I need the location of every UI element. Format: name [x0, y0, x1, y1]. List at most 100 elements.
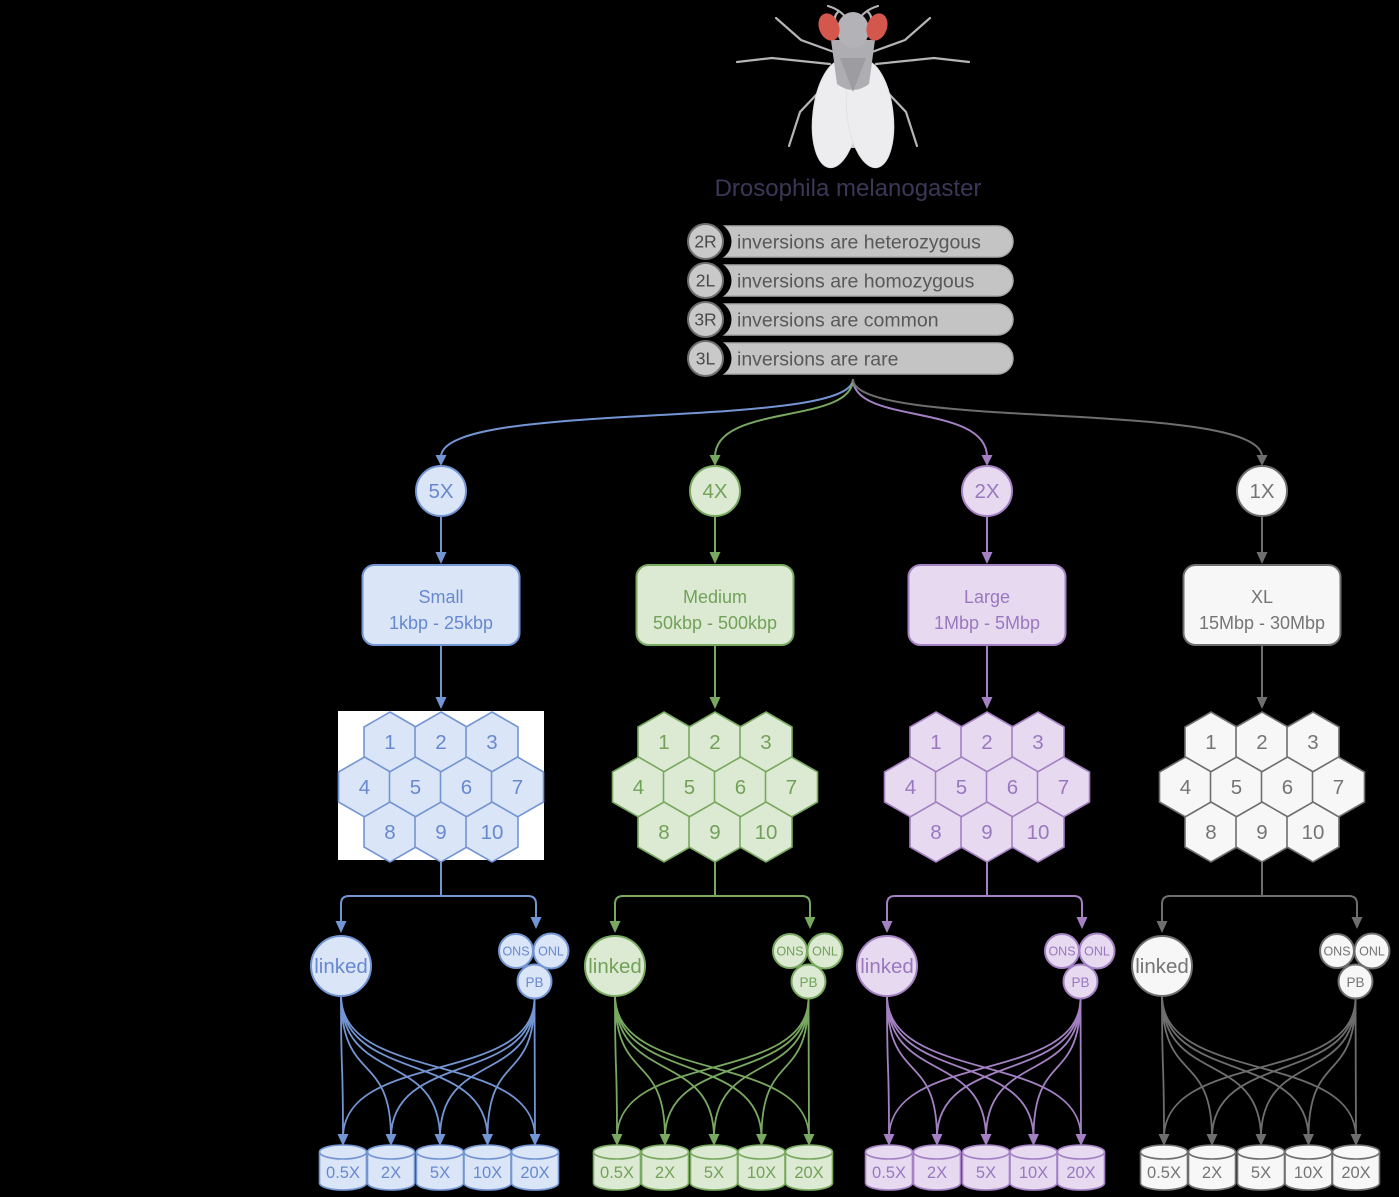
replicate-number: 10	[481, 821, 504, 844]
cylinder-top	[510, 1144, 560, 1160]
arrowhead	[529, 1134, 541, 1146]
arrowhead	[1256, 697, 1268, 709]
replicate-hexagon	[465, 801, 519, 863]
fan-curve	[340, 994, 392, 1139]
cylinder-top	[689, 1144, 739, 1160]
replicate-number: 8	[930, 821, 941, 844]
karyotype-arm-label: 3L	[696, 349, 716, 369]
fan-curve	[985, 997, 1082, 1139]
column-xl-1x: 1X XL 15Mbp - 30Mbp 1 2 3 4 5 6 7 8 9	[1131, 465, 1391, 1191]
arrowhead	[1255, 1134, 1267, 1146]
replicate-number: 3	[760, 731, 771, 754]
replicate-honeycomb: 1 2 3 4 5 6 7 8 9 10	[337, 711, 545, 863]
replicate-number: 8	[384, 821, 395, 844]
fan-curve	[886, 994, 1035, 1139]
cylinder	[510, 1152, 560, 1191]
cylinder	[784, 1152, 834, 1191]
arrowhead	[530, 917, 542, 929]
arrowhead	[482, 1134, 493, 1146]
fan-curve	[713, 997, 810, 1139]
fan-curve	[614, 994, 666, 1139]
fan-curve	[936, 997, 1082, 1139]
karyotype-arm-circle	[687, 223, 724, 260]
replicate-number: 1	[930, 731, 941, 754]
replicate-number: 10	[1027, 821, 1050, 844]
fan-curve	[1161, 994, 1213, 1139]
arrowhead	[803, 1134, 815, 1146]
arrowhead	[931, 1134, 943, 1146]
depth-label: 2X	[381, 1164, 401, 1182]
replicate-number: 9	[709, 821, 720, 844]
cylinder	[415, 1152, 465, 1191]
branch-curve-2x	[852, 378, 988, 458]
fan-curve	[1032, 997, 1082, 1139]
replicate-number: 1	[1205, 731, 1216, 754]
depth-label: 10X	[1294, 1164, 1323, 1182]
replicate-number: 9	[1256, 821, 1267, 844]
column-small-5x: 5X Small 1kbp - 25kbp 1 2 3 4 5 6 7 8	[310, 465, 570, 1191]
arrowhead	[709, 455, 721, 466]
depth-label: 0.5X	[326, 1164, 360, 1182]
fan-curve	[1211, 997, 1357, 1139]
pb-label: PB	[1071, 975, 1089, 990]
arrowhead	[708, 1134, 720, 1146]
arrowhead	[435, 697, 447, 709]
karyotype-panel: 2R inversions are heterozygous 2L invers…	[687, 222, 1014, 378]
replicate-number: 5	[1231, 776, 1242, 799]
karyotype-bar-2L: 2L inversions are homozygous	[687, 261, 1014, 300]
replicate-number: 9	[981, 821, 992, 844]
cylinder-top	[463, 1144, 512, 1160]
cylinder	[961, 1152, 1011, 1191]
coverage-label: 2X	[974, 480, 999, 503]
cylinder	[1284, 1152, 1333, 1191]
size-range-label: 1kbp - 25kbp	[389, 613, 493, 633]
arrowhead	[1158, 1134, 1170, 1146]
pb-label: PB	[799, 975, 817, 990]
replicate-number: 3	[1032, 731, 1043, 754]
ons-label: ONS	[776, 945, 803, 959]
onl-label: ONL	[1084, 945, 1110, 959]
fan-curve	[1260, 997, 1357, 1139]
linked-reads-label: linked	[860, 955, 914, 978]
replicate-number: 8	[1205, 821, 1216, 844]
onl-circle	[806, 932, 844, 970]
fan-curve	[1161, 994, 1262, 1139]
arrowhead	[756, 1134, 767, 1146]
arrowhead	[435, 552, 447, 564]
depth-label: 0.5X	[872, 1164, 906, 1182]
fan-curve	[340, 994, 344, 1139]
cylinder-top	[864, 1144, 914, 1160]
cylinder-top	[366, 1144, 416, 1160]
fly-leg	[774, 16, 836, 54]
ons-label: ONS	[502, 945, 529, 959]
cylinder	[366, 1152, 416, 1191]
replicate-number: 5	[410, 776, 421, 799]
replicate-number: 6	[461, 776, 472, 799]
karyotype-note: inversions are common	[737, 310, 939, 332]
coverage-label: 5X	[428, 480, 453, 503]
fan-curve	[614, 994, 763, 1139]
linked-reads-label: linked	[588, 955, 642, 978]
split-bracket	[886, 862, 1083, 922]
arrowhead	[804, 917, 816, 929]
fan-curve	[390, 997, 536, 1139]
fan-curve	[1161, 994, 1310, 1139]
size-range-label: 15Mbp - 30Mbp	[1199, 613, 1325, 633]
page-title: Drosophila melanogaster	[715, 175, 982, 202]
size-class-label: Small	[418, 587, 463, 607]
cylinder	[592, 1152, 642, 1191]
fan-curve	[664, 997, 810, 1139]
cylinder-top	[784, 1144, 834, 1160]
karyotype-arm-circle	[687, 340, 724, 377]
fan-curve	[533, 997, 536, 1139]
arrowhead	[611, 1134, 623, 1146]
depth-cylinders: 0.5X 2X 5X 10X 20X	[318, 1144, 560, 1191]
arrowhead	[335, 921, 347, 933]
branch-curve-4x	[714, 378, 854, 458]
depth-cylinders: 0.5X 2X 5X 10X 20X	[864, 1144, 1106, 1191]
fan-curve	[886, 994, 890, 1139]
cylinder	[912, 1152, 962, 1191]
replicate-number: 2	[1256, 731, 1267, 754]
replicate-number: 7	[786, 776, 797, 799]
fan-curve	[760, 997, 810, 1139]
